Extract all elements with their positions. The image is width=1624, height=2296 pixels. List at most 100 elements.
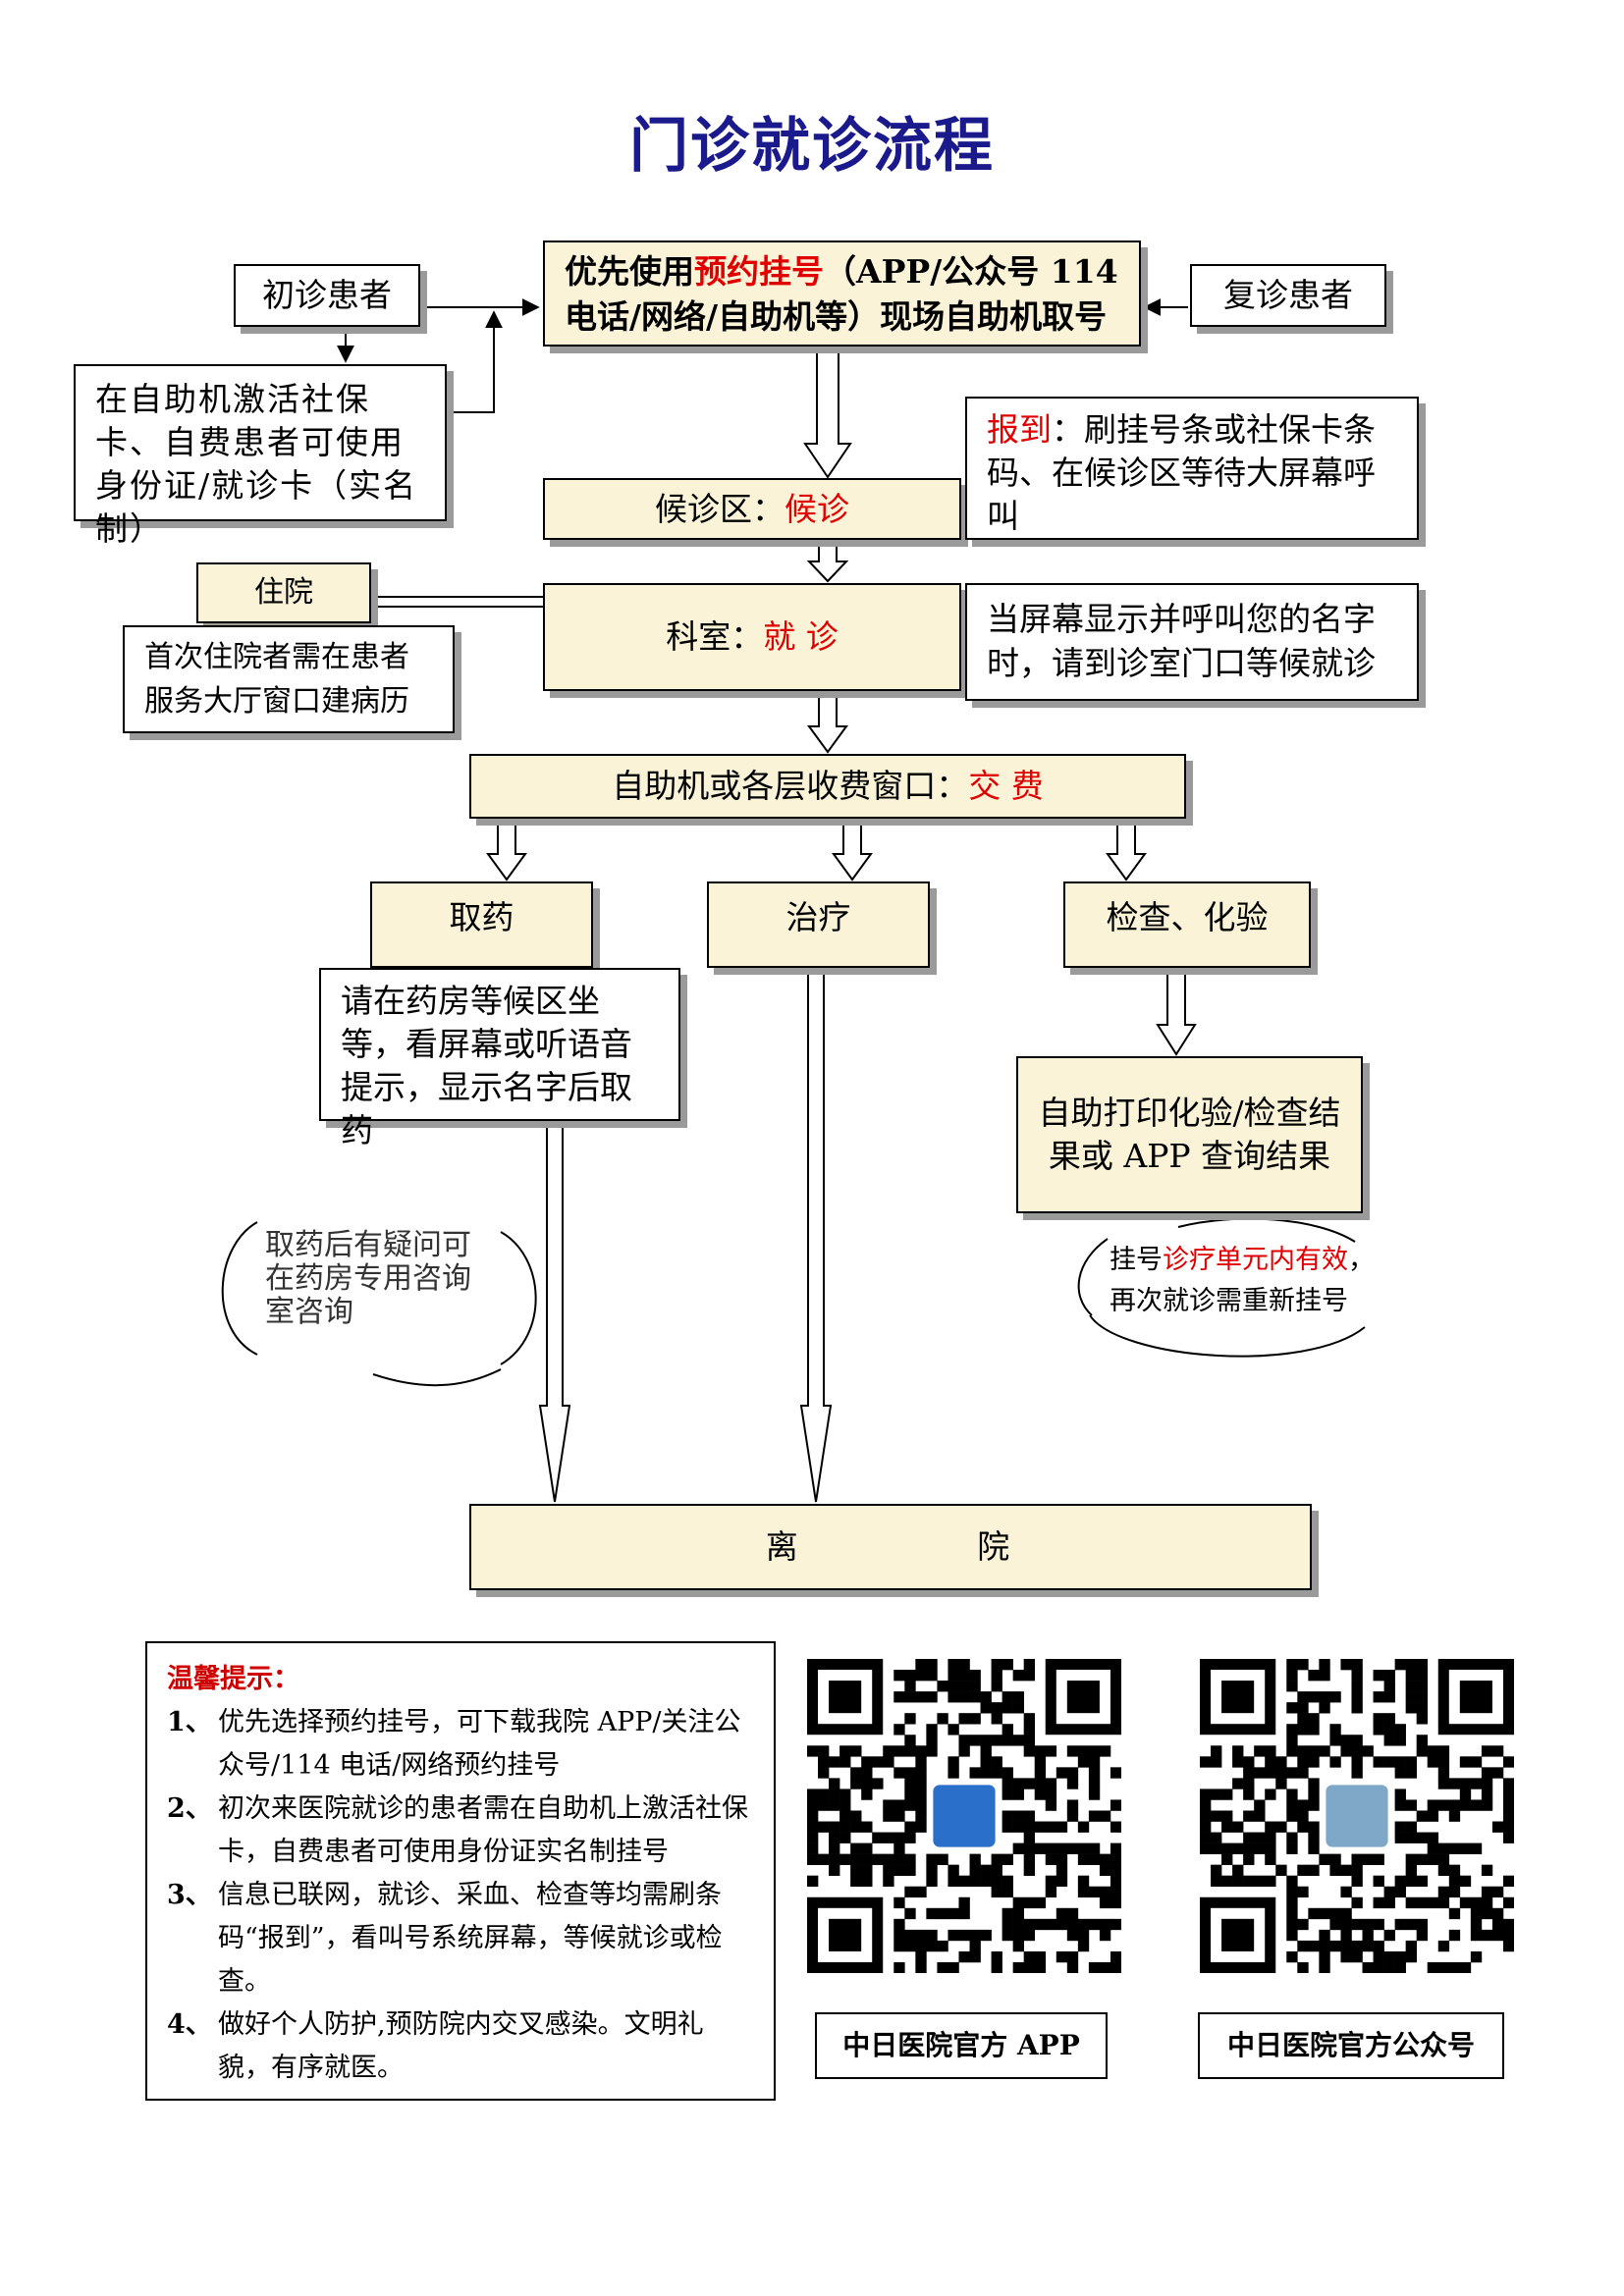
qr-module — [1099, 1886, 1111, 1898]
qr-finder-pattern — [829, 1681, 862, 1714]
qr-module — [1200, 1756, 1212, 1768]
qr-module — [1066, 1842, 1079, 1854]
qr-module — [1491, 1929, 1504, 1942]
qr-module — [1099, 1853, 1111, 1865]
qr-module — [1502, 1832, 1514, 1843]
qr-module — [991, 1659, 1002, 1671]
qr-module — [893, 1691, 905, 1703]
qr-module — [1023, 1842, 1036, 1854]
qr-module — [1416, 1918, 1429, 1931]
qr-module — [1405, 1832, 1417, 1843]
qr-module — [1023, 1745, 1036, 1757]
qr-module — [980, 1691, 992, 1703]
qr-module — [850, 1842, 862, 1854]
qr-module — [991, 1853, 1002, 1865]
clinic-note-text: 当屏幕显示并呼叫您的名字时，请到诊室门口等候就诊 — [987, 600, 1376, 682]
qr-module — [926, 1670, 938, 1682]
qr-module — [969, 1940, 981, 1952]
qr-finder-pattern — [1066, 1681, 1100, 1714]
qr-module — [1066, 1929, 1079, 1942]
qr-module — [1491, 1821, 1504, 1833]
qr-module — [1459, 1756, 1472, 1768]
qr-module — [1470, 1778, 1483, 1789]
qr-module — [1001, 1767, 1013, 1779]
qr-module — [1383, 1896, 1395, 1909]
qr-module — [1200, 1821, 1212, 1833]
qr-module — [829, 1853, 840, 1865]
qr-module — [926, 1853, 938, 1865]
tip-number: 1、 — [167, 1707, 212, 1737]
wechat-qr-label: 中日医院官方公众号 — [1198, 2012, 1504, 2079]
qr-logo — [1323, 1782, 1391, 1850]
qr-module — [850, 1864, 862, 1876]
qr-module — [807, 1821, 819, 1833]
qr-module — [915, 1767, 927, 1779]
qr-module — [1265, 1875, 1276, 1888]
qr-module — [1211, 1832, 1222, 1843]
qr-module — [1319, 1745, 1330, 1757]
qr-module — [807, 1789, 819, 1800]
qr-module — [1437, 1940, 1450, 1952]
qr-module — [1383, 1735, 1395, 1746]
page-title: 门诊就诊流程 — [629, 112, 995, 181]
qr-module — [1319, 1950, 1330, 1963]
qr-module — [1088, 1778, 1101, 1789]
qr-module — [1394, 1875, 1406, 1888]
qr-module — [1437, 1842, 1450, 1854]
qr-module — [1308, 1670, 1320, 1682]
qr-module — [1034, 1821, 1047, 1833]
wechat-qr-label-text: 中日医院官方公众号 — [1226, 2029, 1475, 2061]
qr-module — [1340, 1886, 1352, 1898]
qr-module — [1448, 1929, 1461, 1942]
qr-module — [1001, 1810, 1013, 1822]
qr-module — [969, 1929, 981, 1942]
qr-module — [915, 1778, 927, 1789]
qr-module — [958, 1929, 970, 1942]
qr-module — [1110, 1821, 1121, 1833]
qr-module — [1023, 1832, 1036, 1843]
qr-module — [1066, 1918, 1079, 1931]
checkin-note-box: 报到：刷挂号条或社保卡条码、在候诊区等待大屏幕呼叫 — [965, 397, 1419, 540]
qr-module — [1045, 1886, 1057, 1898]
appointment-box: 优先使用预约挂号（APP/公众号 114 电话/网络/自助机等）现场自助机取号 — [543, 240, 1141, 347]
qr-module — [861, 1767, 873, 1779]
qr-module — [893, 1799, 905, 1811]
qr-module — [1491, 1886, 1504, 1898]
medicine-bubble-text: 取药后有疑问可在药房专用咨询室咨询 — [265, 1228, 471, 1329]
qr-module — [1023, 1778, 1036, 1789]
exam-result-box: 自助打印化验/检查结果或 APP 查询结果 — [1016, 1056, 1363, 1213]
qr-module — [1012, 1821, 1024, 1833]
qr-module — [1200, 1799, 1212, 1811]
qr-module — [1362, 1961, 1374, 1973]
qr-module — [1243, 1853, 1255, 1865]
qr-module — [1448, 1864, 1461, 1876]
qr-module — [1394, 1961, 1406, 1973]
qr-module — [1066, 1810, 1079, 1822]
tip-text: 初次来医院就诊的患者需在自助机上激活社保卡，自费患者可使用身份证实名制挂号 — [218, 1793, 748, 1867]
qr-module — [969, 1681, 981, 1692]
qr-module — [1470, 1896, 1483, 1909]
qr-module — [1275, 1778, 1287, 1789]
qr-module — [1045, 1875, 1057, 1888]
qr-module — [1308, 1842, 1320, 1854]
qr-module — [1066, 1778, 1079, 1789]
qr-module — [818, 1853, 830, 1865]
qr-module — [1329, 1691, 1341, 1703]
qr-module — [872, 1778, 884, 1789]
qr-module — [947, 1864, 959, 1876]
qr-module — [958, 1735, 970, 1746]
qr-module — [937, 1907, 948, 1920]
qr-module — [1491, 1907, 1504, 1920]
qr-module — [969, 1670, 981, 1682]
qr-module — [1308, 1940, 1320, 1952]
qr-module — [1481, 1907, 1493, 1920]
qr-module — [850, 1778, 862, 1789]
qr-module — [1001, 1853, 1013, 1865]
qr-module — [829, 1799, 840, 1811]
qr-module — [1502, 1918, 1514, 1931]
qr-module — [829, 1832, 840, 1843]
qr-module — [1383, 1681, 1395, 1692]
qr-module — [1034, 1745, 1047, 1757]
qr-module — [1351, 1875, 1363, 1888]
qr-module — [991, 1950, 1002, 1963]
